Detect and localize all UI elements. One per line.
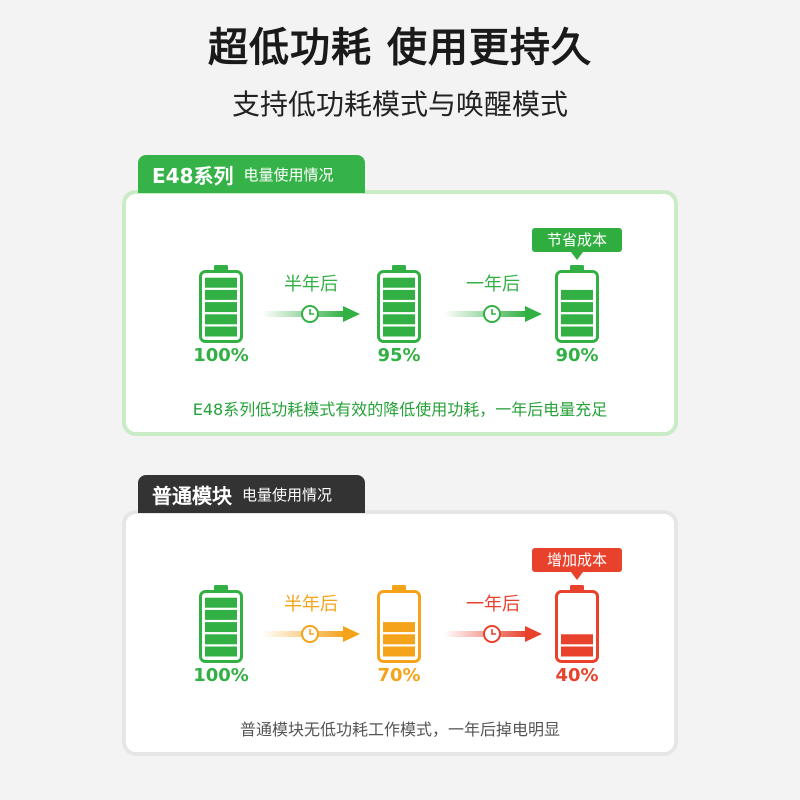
battery-icon xyxy=(199,265,243,343)
battery-level-bar xyxy=(561,326,593,337)
battery-level-bar xyxy=(205,289,237,300)
time-arrow xyxy=(262,305,360,323)
battery-icon xyxy=(555,265,599,343)
arrow-head xyxy=(525,626,542,642)
battery-icon xyxy=(377,585,421,663)
battery-level-bar xyxy=(383,277,415,288)
battery-level-bar xyxy=(561,634,593,645)
battery-percent-label: 90% xyxy=(555,345,599,366)
arrow-head xyxy=(343,306,360,322)
panel-footer-note: 普通模块无低功耗工作模式，一年后掉电明显 xyxy=(239,720,560,739)
battery-level-bar xyxy=(383,289,415,300)
page-subtitle: 支持低功耗模式与唤醒模式 xyxy=(231,88,568,121)
arrow-time-label: 半年后 xyxy=(284,274,338,295)
tab-subtitle: 电量使用情况 xyxy=(243,165,334,184)
arrow-time-label: 一年后 xyxy=(466,594,520,615)
battery-level-bar xyxy=(205,622,237,633)
badge-pointer xyxy=(571,252,583,260)
section-e48: E48系列 电量使用情况 节省成本 100% 95% 90% 半年后 一年后 E… xyxy=(0,155,800,445)
battery-level-bar xyxy=(561,314,593,325)
arrow-time-label: 一年后 xyxy=(466,274,520,295)
cost-badge: 增加成本 xyxy=(532,548,622,572)
battery-cap xyxy=(392,265,406,272)
battery-level-bar xyxy=(205,634,237,645)
tab-subtitle: 电量使用情况 xyxy=(242,485,333,504)
battery-percent-label: 100% xyxy=(193,665,249,686)
arrow-time-label: 半年后 xyxy=(284,594,338,615)
battery-level-bar xyxy=(383,314,415,325)
battery-level-bar xyxy=(383,634,415,645)
section-tab: E48系列 电量使用情况 xyxy=(138,155,365,193)
section-tab: 普通模块 电量使用情况 xyxy=(138,475,365,513)
battery-percent-label: 40% xyxy=(555,665,599,686)
battery-percent-label: 100% xyxy=(193,345,249,366)
battery-level-bar xyxy=(205,302,237,313)
battery-level-bar xyxy=(383,622,415,633)
tab-title: E48系列 xyxy=(152,163,234,188)
cost-badge: 节省成本 xyxy=(532,228,622,252)
battery-cap xyxy=(392,585,406,592)
battery-cap xyxy=(570,585,584,592)
battery-level-bar xyxy=(383,646,415,657)
battery-icon xyxy=(377,265,421,343)
time-arrow xyxy=(262,625,360,643)
badge-pointer xyxy=(571,572,583,580)
clock-icon xyxy=(483,625,501,643)
section-normal-module: 普通模块 电量使用情况 增加成本 100% 70% 40% 半年后 一年后 普通… xyxy=(0,475,800,765)
arrow-head xyxy=(525,306,542,322)
battery-level-bar xyxy=(383,326,415,337)
page-title: 超低功耗 使用更持久 xyxy=(208,25,592,71)
tab-title: 普通模块 xyxy=(152,483,232,508)
battery-icon xyxy=(555,585,599,663)
battery-cap xyxy=(214,265,228,272)
time-arrow xyxy=(444,625,542,643)
clock-icon xyxy=(301,625,319,643)
battery-level-bar xyxy=(205,609,237,620)
arrow-head xyxy=(343,626,360,642)
time-arrow xyxy=(444,305,542,323)
battery-level-bar xyxy=(561,646,593,657)
battery-cap xyxy=(214,585,228,592)
battery-percent-label: 70% xyxy=(377,665,421,686)
panel-footer-note: E48系列低功耗模式有效的降低使用功耗，一年后电量充足 xyxy=(192,400,608,419)
battery-level-bar xyxy=(205,277,237,288)
clock-icon xyxy=(483,305,501,323)
battery-level-bar xyxy=(205,597,237,608)
battery-level-bar xyxy=(383,302,415,313)
clock-icon xyxy=(301,305,319,323)
battery-level-bar xyxy=(561,289,593,300)
battery-level-bar xyxy=(205,646,237,657)
battery-icon xyxy=(199,585,243,663)
battery-level-bar xyxy=(561,302,593,313)
battery-level-bar xyxy=(205,326,237,337)
battery-cap xyxy=(570,265,584,272)
battery-level-bar xyxy=(205,314,237,325)
battery-percent-label: 95% xyxy=(377,345,421,366)
